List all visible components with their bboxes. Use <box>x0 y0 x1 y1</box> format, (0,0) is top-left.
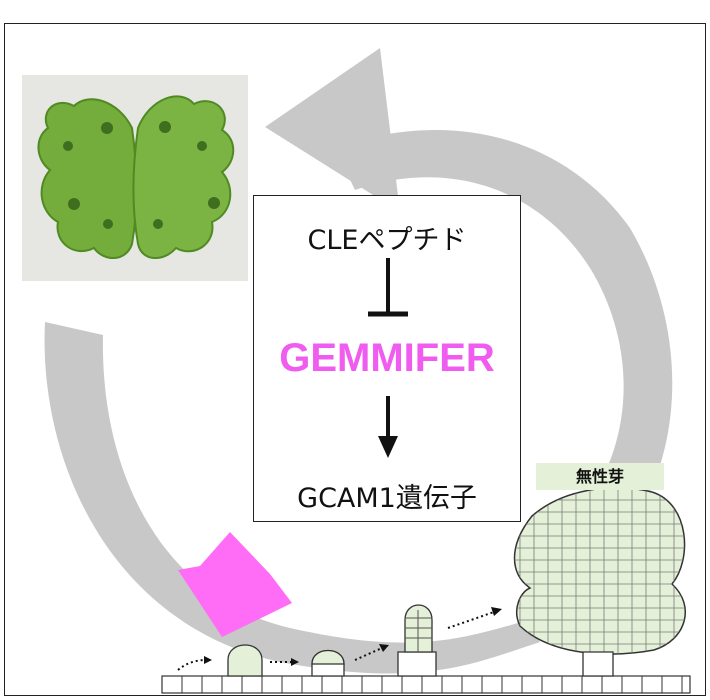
cycle-arrow-left <box>44 322 541 674</box>
inhibition-bar-icon <box>368 258 408 317</box>
gemma-initial-cell-stage-2 <box>311 650 345 677</box>
gemma-young-stage-3 <box>397 604 437 677</box>
cell-strip <box>161 675 691 694</box>
diagram-frame <box>4 23 706 696</box>
regulatory-pathway-box: CLEペプチド GEMMIFER GCAM1遺伝子 <box>253 195 521 522</box>
gemma-label: 無性芽 <box>536 463 664 490</box>
progression-arrows <box>177 607 502 671</box>
pathway-arrows <box>368 258 408 458</box>
highlight-arrow <box>178 532 292 637</box>
liverwort-thallus-photo <box>22 75 248 281</box>
cycle-arrow-right-head <box>265 48 400 212</box>
cycle-arrow-right <box>335 129 673 560</box>
cle-peptide-label: CLEペプチド <box>307 225 467 256</box>
down-arrow-icon <box>378 396 398 458</box>
gcam1-gene-label: GCAM1遺伝子 <box>297 483 477 514</box>
gemma-mature <box>513 487 687 677</box>
gemma-initial-cell-stage-1 <box>227 644 263 677</box>
gemmifer-label: GEMMIFER <box>279 336 495 380</box>
